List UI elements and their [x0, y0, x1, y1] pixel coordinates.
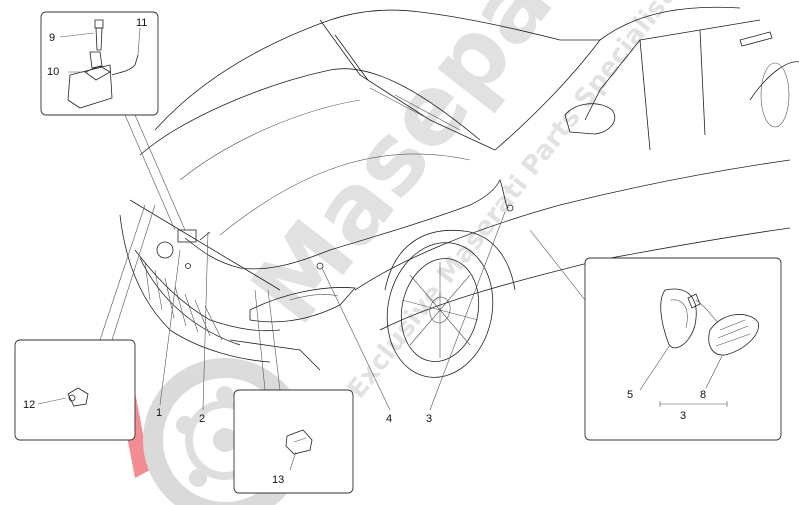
detail-box-clip	[14, 339, 136, 441]
callout-8: 8	[700, 389, 706, 401]
callout-3-group: 3	[680, 410, 686, 422]
leader-lines	[99, 114, 586, 411]
hood-latch-on-car	[177, 204, 514, 270]
hood-release-cable	[184, 178, 509, 270]
callout-4: 4	[386, 413, 392, 425]
callout-5: 5	[627, 389, 633, 401]
callout-1: 1	[156, 407, 162, 419]
grille	[144, 261, 223, 341]
callout-11: 11	[136, 17, 147, 29]
detail-box-hood-latch	[40, 11, 159, 116]
callout-12: 12	[23, 399, 35, 411]
detail-box-switch	[233, 389, 354, 494]
front-wheel	[384, 229, 516, 378]
car-outline	[119, 6, 799, 378]
watermark-logo-icon	[120, 358, 307, 505]
callout-labels: 9 10 11 12 1 2 4 3 13 5 8 3	[23, 17, 706, 486]
callout-13: 13	[272, 474, 284, 486]
callout-9: 9	[49, 32, 55, 44]
callout-2: 2	[199, 413, 205, 425]
callout-10: 10	[47, 66, 59, 78]
callout-3-car: 3	[426, 413, 432, 425]
detail-box-fuel-door	[584, 257, 782, 441]
